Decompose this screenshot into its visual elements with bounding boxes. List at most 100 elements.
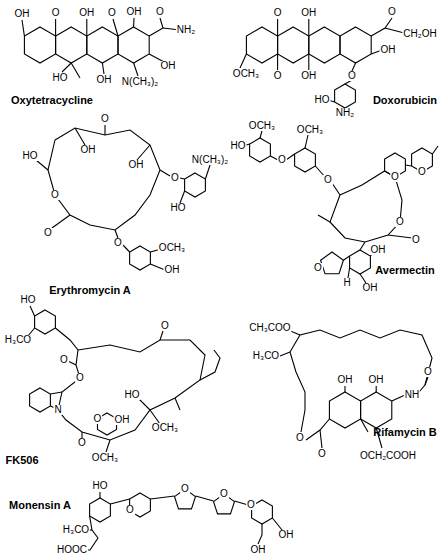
atom-label: O <box>273 71 283 81</box>
bond-line <box>258 524 262 544</box>
atom-label: OH <box>362 283 379 293</box>
ring-bond <box>35 310 56 334</box>
atom-label: NH₂ <box>335 108 355 118</box>
atom-label: OH <box>128 160 145 170</box>
atom-label: O <box>411 235 421 245</box>
bond-line <box>102 63 104 74</box>
atom-label: O <box>417 167 427 177</box>
bond-line <box>55 328 78 350</box>
atom-label: OCH₃ <box>151 423 179 433</box>
compound-name: Avermectin <box>374 265 436 276</box>
atom-label: HO <box>92 481 109 491</box>
atom-label: CH₃COO <box>248 323 291 333</box>
bond-line <box>175 398 180 410</box>
bond-line <box>86 19 87 36</box>
atom-label: OH <box>14 9 31 19</box>
atom-label: OH <box>250 545 267 555</box>
atom-label: HOOC <box>56 545 88 555</box>
ring-bond <box>361 392 392 428</box>
bond-line <box>348 268 350 278</box>
ring-bond <box>330 171 402 242</box>
ring-bond <box>309 27 340 63</box>
atom-label: H <box>342 278 351 288</box>
ring-bond <box>246 27 277 63</box>
ring-bond <box>185 173 206 197</box>
atom-label: OH <box>278 530 295 540</box>
compound-name: Oxytetracycline <box>10 95 94 106</box>
atom-label: O <box>347 71 357 81</box>
bond-line <box>52 215 70 228</box>
bond-line <box>308 54 309 70</box>
bond-line <box>205 165 210 179</box>
atom-label: OCH₃ <box>91 453 119 463</box>
atom-label: O <box>75 373 85 383</box>
atom-label: O <box>50 190 60 200</box>
ring-bond <box>350 250 371 274</box>
bond-line <box>149 18 163 36</box>
bond-line <box>50 392 62 394</box>
ring-bond <box>340 27 371 63</box>
atom-label: H₃CO <box>62 525 90 535</box>
bond-line <box>110 499 129 504</box>
atom-label: O <box>219 489 229 499</box>
ring-bond <box>118 27 149 63</box>
bond-line <box>306 419 329 440</box>
atom-label: NH <box>404 390 420 400</box>
bond-line <box>113 19 118 36</box>
atom-label: CH₂OH <box>402 29 437 39</box>
ring-bond <box>130 246 151 270</box>
bond-line <box>352 63 356 71</box>
atom-label: O <box>390 172 400 182</box>
atom-label: OH <box>300 71 317 81</box>
bond-line <box>344 386 345 392</box>
bond-line <box>160 331 163 340</box>
atom-label: OH <box>126 7 143 17</box>
bond-line <box>332 183 340 195</box>
atom-label: HO <box>52 73 69 83</box>
bond-line <box>196 496 214 501</box>
bond-line <box>104 125 105 135</box>
atom-label: O <box>155 7 165 17</box>
compound-name: Doxorubicin <box>372 95 438 106</box>
atom-label: HO <box>20 295 37 305</box>
atom-label: O <box>59 355 69 365</box>
bond-line <box>376 386 377 392</box>
atom-label: OH <box>337 375 354 385</box>
atom-label: HO <box>124 390 141 400</box>
bond-line <box>75 128 85 145</box>
bond-line <box>305 135 308 148</box>
atom-label: HO <box>22 151 39 161</box>
atom-label: OH <box>368 375 385 385</box>
ring-bond <box>48 128 160 230</box>
compound-name: Erythromycin A <box>48 285 132 296</box>
atom-label: OH <box>380 45 397 55</box>
atom-label: OH <box>78 8 95 18</box>
bond-line <box>388 235 412 238</box>
bond-line <box>36 160 48 170</box>
atom-label: O <box>387 7 397 17</box>
atom-label: NH₂ <box>176 25 196 35</box>
atom-label: O <box>317 449 327 459</box>
atom-label: O <box>295 433 305 443</box>
ring-bond <box>250 138 271 162</box>
atom-label: HO <box>230 141 247 151</box>
ring-bond <box>56 27 87 63</box>
compound-name: Rifamycin B <box>372 427 438 438</box>
atom-label: H₃CO <box>252 351 280 361</box>
bond-line <box>106 440 110 452</box>
bond-line <box>30 306 35 316</box>
bond-line <box>277 54 278 70</box>
bond-line <box>361 419 368 432</box>
atom-label: O <box>423 367 433 377</box>
ring-bond <box>30 388 51 412</box>
ring-bond <box>321 252 344 274</box>
atom-label: OCH₂COOH <box>359 451 417 461</box>
bond-line <box>160 170 170 176</box>
bond-line <box>405 165 411 166</box>
atom-label: O <box>160 321 170 331</box>
atom-label: OH <box>114 415 131 425</box>
bond-line <box>360 274 366 283</box>
ring-bond <box>90 498 111 522</box>
ring-bond <box>295 148 316 172</box>
